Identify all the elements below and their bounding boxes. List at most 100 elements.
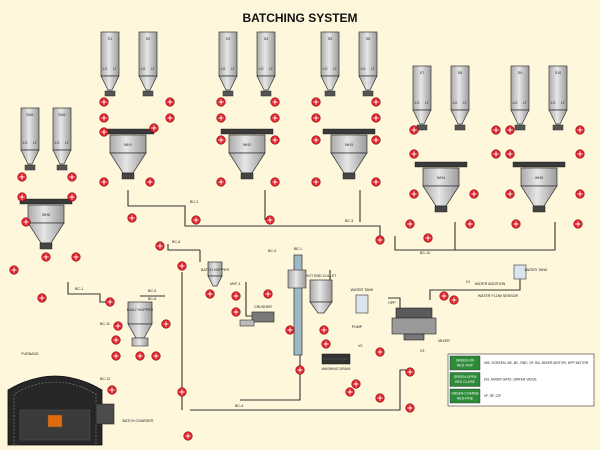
status-indicator-icon[interactable] (371, 113, 381, 123)
status-indicator-icon[interactable] (573, 219, 583, 229)
status-indicator-icon[interactable] (371, 135, 381, 145)
status-indicator-icon[interactable] (151, 351, 161, 361)
status-indicator-icon[interactable] (505, 189, 515, 199)
hopper-gate (434, 205, 448, 213)
status-indicator-icon[interactable] (270, 177, 280, 187)
crusher-label: CRUSHER (254, 305, 272, 309)
status-indicator-icon[interactable] (311, 97, 321, 107)
weigh-hopper-wh1: WH1 (101, 128, 155, 180)
status-indicator-icon[interactable] (177, 261, 187, 271)
status-indicator-icon[interactable] (9, 265, 19, 275)
status-indicator-icon[interactable] (409, 149, 419, 159)
status-indicator-icon[interactable] (99, 113, 109, 123)
status-indicator-icon[interactable] (375, 347, 385, 357)
status-indicator-icon[interactable] (311, 135, 321, 145)
status-indicator-icon[interactable] (99, 127, 109, 137)
status-indicator-icon[interactable] (511, 219, 521, 229)
status-indicator-icon[interactable] (409, 189, 419, 199)
status-indicator-icon[interactable] (263, 289, 273, 299)
status-indicator-icon[interactable] (375, 235, 385, 245)
status-indicator-icon[interactable] (165, 113, 175, 123)
status-indicator-icon[interactable] (371, 97, 381, 107)
status-indicator-icon[interactable] (409, 125, 419, 135)
status-indicator-icon[interactable] (270, 113, 280, 123)
status-indicator-icon[interactable] (439, 291, 449, 301)
status-indicator-icon[interactable] (183, 431, 193, 441)
silo-feeder (24, 164, 36, 171)
status-indicator-icon[interactable] (41, 252, 51, 262)
silo-feeder (260, 90, 272, 97)
status-indicator-icon[interactable] (149, 123, 159, 133)
hopper-gate (39, 242, 53, 250)
status-indicator-icon[interactable] (161, 319, 171, 329)
conveyor-labels: BC-1 BC-2 BC-3 BC-4 BC-5 BC-6 BC-8 BC-9 … (75, 200, 430, 408)
status-indicator-icon[interactable] (423, 233, 433, 243)
status-indicator-icon[interactable] (165, 97, 175, 107)
status-indicator-icon[interactable] (127, 213, 137, 223)
status-indicator-icon[interactable] (285, 325, 295, 335)
status-indicator-icon[interactable] (575, 125, 585, 135)
status-indicator-icon[interactable] (505, 125, 515, 135)
status-indicator-icon[interactable] (270, 135, 280, 145)
status-indicator-icon[interactable] (67, 192, 77, 202)
status-indicator-icon[interactable] (351, 379, 361, 389)
status-indicator-icon[interactable] (465, 219, 475, 229)
status-indicator-icon[interactable] (111, 351, 121, 361)
status-indicator-icon[interactable] (295, 365, 305, 375)
status-indicator-icon[interactable] (99, 97, 109, 107)
status-indicator-icon[interactable] (216, 135, 226, 145)
status-indicator-icon[interactable] (345, 387, 355, 397)
status-indicator-icon[interactable] (191, 215, 201, 225)
status-indicator-icon[interactable] (231, 291, 241, 301)
silo-lo-label: LO (259, 67, 264, 71)
status-indicator-icon[interactable] (375, 393, 385, 403)
status-indicator-icon[interactable] (135, 351, 145, 361)
status-indicator-icon[interactable] (111, 335, 121, 345)
silo-lt-label: LT (333, 67, 338, 71)
status-indicator-icon[interactable] (505, 149, 515, 159)
silo-lt-label: LT (425, 101, 430, 105)
status-indicator-icon[interactable] (17, 172, 27, 182)
status-indicator-icon[interactable] (37, 293, 47, 303)
status-indicator-icon[interactable] (17, 192, 27, 202)
status-indicator-icon[interactable] (67, 172, 77, 182)
status-indicator-icon[interactable] (105, 297, 115, 307)
status-indicator-icon[interactable] (311, 177, 321, 187)
status-indicator-icon[interactable] (575, 189, 585, 199)
status-indicator-icon[interactable] (155, 241, 165, 251)
status-indicator-icon[interactable] (71, 252, 81, 262)
status-indicator-icon[interactable] (21, 217, 31, 227)
status-indicator-icon[interactable] (321, 339, 331, 349)
status-indicator-icon[interactable] (469, 189, 479, 199)
status-indicator-icon[interactable] (231, 307, 241, 317)
status-indicator-icon[interactable] (575, 149, 585, 159)
status-indicator-icon[interactable] (405, 219, 415, 229)
status-indicator-icon[interactable] (371, 177, 381, 187)
status-indicator-icon[interactable] (216, 113, 226, 123)
status-indicator-icon[interactable] (311, 113, 321, 123)
status-indicator-icon[interactable] (216, 97, 226, 107)
status-indicator-icon[interactable] (216, 177, 226, 187)
weigh-hopper-wh4: WH4 (414, 161, 468, 213)
status-indicator-icon[interactable] (405, 403, 415, 413)
legend-state-label: GREEN-ON (456, 359, 475, 363)
status-indicator-icon[interactable] (145, 177, 155, 187)
silo-lt-label: LT (371, 67, 376, 71)
status-indicator-icon[interactable] (319, 325, 329, 335)
status-indicator-icon[interactable] (449, 295, 459, 305)
status-indicator-icon[interactable] (491, 149, 501, 159)
status-indicator-icon[interactable] (270, 97, 280, 107)
status-indicator-icon[interactable] (177, 387, 187, 397)
status-indicator-icon[interactable] (107, 385, 117, 395)
status-indicator-icon[interactable] (265, 215, 275, 225)
status-indicator-icon[interactable] (99, 177, 109, 187)
status-indicator-icon[interactable] (491, 125, 501, 135)
silo-lo-label: LO (415, 101, 420, 105)
status-indicator-icon[interactable] (113, 321, 123, 331)
water-tank-small-label: WATER TANK (351, 288, 374, 292)
status-indicator-icon[interactable] (405, 367, 415, 377)
status-indicator-icon[interactable] (205, 289, 215, 299)
